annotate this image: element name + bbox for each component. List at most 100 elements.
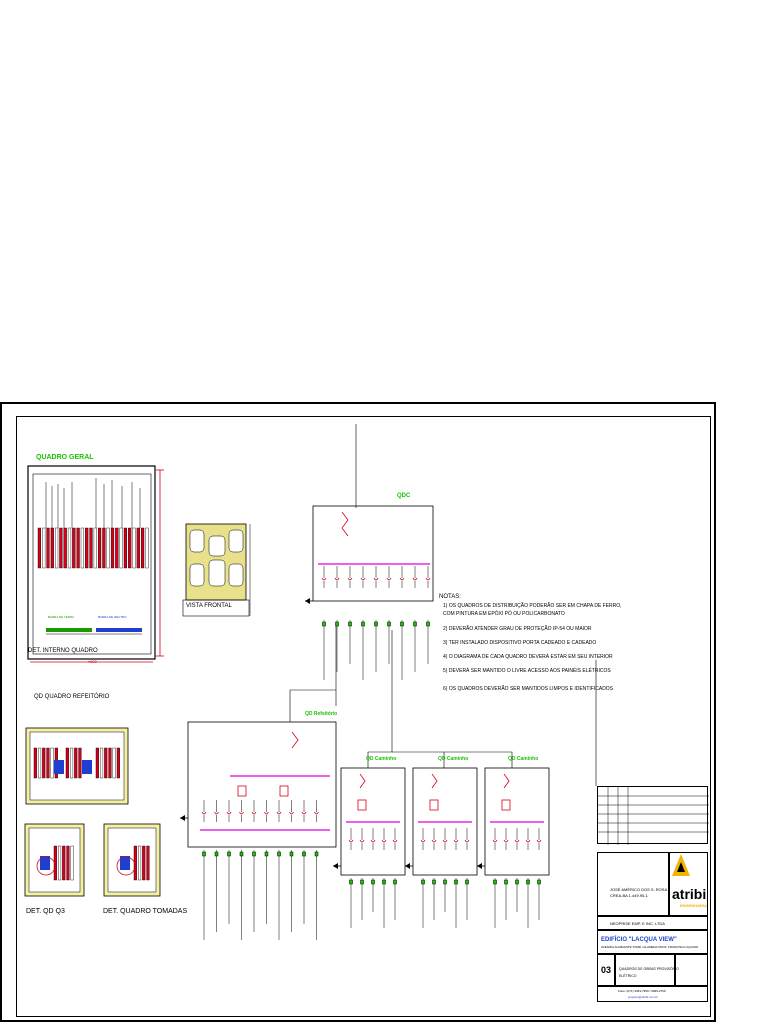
feeder-tag	[382, 879, 386, 885]
circuit-breaker-symbol	[264, 811, 269, 815]
breaker	[67, 527, 72, 569]
breaker	[80, 527, 84, 569]
feeder-tag	[252, 851, 256, 857]
breaker	[110, 527, 115, 569]
breaker	[89, 527, 93, 569]
brand-name: atribi	[672, 886, 707, 902]
breaker	[115, 527, 119, 569]
mid-left-panel-title: QD Refeitório	[305, 711, 338, 717]
circuit-breaker-symbol	[431, 839, 437, 843]
circuit-breaker-symbol	[301, 811, 307, 815]
feeder-tag	[371, 879, 375, 885]
detail-panels-left	[24, 727, 161, 897]
main-panel-title: QUADRO GERAL	[36, 454, 94, 461]
breaker	[46, 747, 50, 779]
breaker	[128, 527, 132, 569]
breaker	[97, 527, 102, 569]
qdc-title: QDC	[397, 493, 411, 499]
circuit-breaker-symbol	[525, 839, 531, 843]
det-qd-label: DET. QD Q3	[26, 908, 65, 915]
circuit-breaker-symbol	[453, 839, 459, 843]
drawing-sheet-border	[0, 402, 716, 1022]
breaker	[59, 527, 63, 569]
feeder-tag	[289, 851, 294, 857]
project-address: AVENIDA ALMIRANTE TOMÉ / ALAMEDA PROF. F…	[601, 945, 699, 949]
dr-breaker-symbol	[237, 785, 247, 797]
mid-panel-1-title: QD Caminho	[366, 756, 397, 762]
breaker	[132, 527, 136, 569]
breaker	[42, 527, 46, 569]
feeder-tag	[387, 621, 391, 627]
breaker	[93, 527, 97, 569]
breaker	[38, 747, 42, 779]
breaker	[50, 527, 54, 569]
notes-title: NOTAS:	[439, 594, 461, 600]
main-breaker-symbol	[431, 773, 438, 789]
breaker	[76, 527, 80, 569]
footer-cell: Fone: (071) 3363-7950 / 9999-2769 projet…	[597, 986, 708, 1002]
drawing-subtitle: ELÉTRICO	[619, 974, 637, 978]
circuit-breaker-symbol	[321, 577, 327, 581]
feeder-tag	[264, 851, 269, 857]
qd-refeitorio-label: QD QUADRO REFEITÓRIO	[34, 694, 110, 700]
client-name: NEOPRISE EMP. E INC. LTDA	[610, 921, 665, 926]
feeder-tag	[393, 879, 397, 885]
qdc-panel	[305, 424, 434, 680]
feeder-tag	[465, 879, 469, 885]
revision-table	[597, 786, 709, 845]
drawing-title-cell: QUADROS DE OBRAS PROVISÓRIO ELÉTRICO	[615, 954, 679, 986]
circuit-breaker-symbol	[239, 811, 244, 815]
breaker	[69, 747, 74, 779]
detail-internal-label: DET. INTERNO QUADRO	[28, 648, 98, 654]
neutral-bar-label: BARRA DE NEUTRO	[98, 615, 127, 619]
feeder-tag	[335, 621, 339, 627]
drawing-inner-border	[16, 416, 711, 1017]
circuit-breaker-symbol	[347, 577, 353, 581]
feeder-tag	[348, 621, 352, 627]
breaker	[33, 747, 37, 779]
feeder-tag	[202, 851, 206, 857]
det-tomadas-label: DET. QUADRO TOMADAS	[103, 908, 188, 915]
mid-panel-2-title: QD Caminho	[438, 756, 469, 762]
note-line-2: COM PINTURA EM EPÓXI PÓ OU POLICARBONATO	[443, 611, 565, 617]
feeder-tag	[227, 851, 231, 857]
dr-breaker-symbol	[279, 785, 289, 797]
circuit-breaker-symbol	[392, 839, 398, 843]
circuit-breaker-symbol	[514, 839, 520, 843]
dr-breaker-symbol	[429, 799, 439, 811]
note-line-4: 3) TER INSTALADO DISPOSITIVO PORTA CADEA…	[443, 640, 597, 646]
breaker	[66, 845, 70, 881]
main-breaker-symbol	[359, 773, 366, 789]
breaker	[99, 747, 104, 779]
breaker	[133, 845, 137, 881]
feeder-tag	[454, 879, 458, 885]
breaker	[78, 747, 82, 779]
breaker	[137, 845, 142, 881]
feeder-tag	[515, 879, 519, 885]
breaker	[136, 527, 140, 569]
circuit-breaker-symbol	[348, 839, 354, 843]
main-breaker-symbol	[341, 511, 349, 537]
responsible-cell: JOSÉ AMÉRICO DOS S. ROSA CREA-BA 1.449.9…	[597, 852, 669, 916]
breaker	[104, 747, 108, 779]
circuit-breaker-symbol	[420, 839, 426, 843]
circuit-breaker-symbol	[442, 839, 448, 843]
ground-bar-label: BARRA DE TERRA	[48, 615, 75, 619]
feeder-tag	[322, 621, 326, 627]
main-breaker-symbol	[291, 731, 299, 749]
dr-breaker-symbol	[357, 799, 367, 811]
breaker	[85, 527, 89, 569]
circuit-breaker-symbol	[425, 577, 431, 581]
feeder-tag	[413, 621, 417, 627]
feeder-tag	[239, 851, 244, 857]
breaker	[106, 527, 110, 569]
breaker	[70, 845, 74, 881]
feeder-tag	[302, 851, 306, 857]
breaker	[116, 747, 120, 779]
breaker	[145, 527, 149, 569]
main-panel-internal	[27, 465, 164, 663]
client-cell: NEOPRISE EMP. E INC. LTDA	[597, 916, 708, 930]
circuit-breaker-symbol	[334, 577, 340, 581]
feeder-tag	[361, 621, 365, 627]
